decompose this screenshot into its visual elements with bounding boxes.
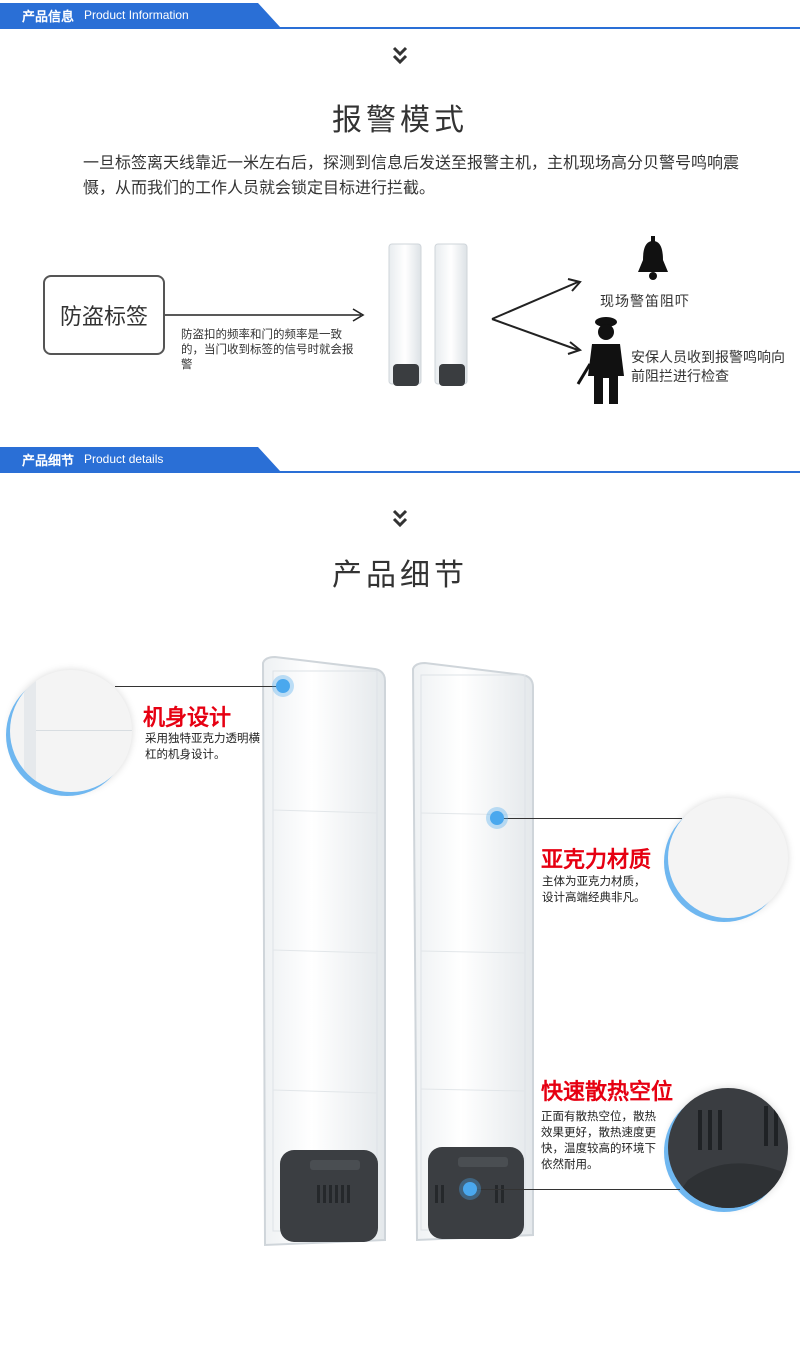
arrow-right-icon <box>165 308 365 322</box>
callout-dot <box>490 811 504 825</box>
feature-title-body-design: 机身设计 <box>143 706 232 731</box>
section-title-en: Product Information <box>84 8 189 22</box>
callout-line <box>115 686 283 687</box>
split-arrows-icon <box>491 278 583 355</box>
section-tab <box>0 447 280 471</box>
anti-theft-gate-image <box>388 243 468 386</box>
zoom-circle-acrylic <box>668 798 788 918</box>
section-divider <box>0 27 800 29</box>
guard-label: 安保人员收到报警鸣响向前阻拦进行检查 <box>631 350 785 385</box>
zoom-circle-frame <box>10 670 132 792</box>
bell-icon <box>638 236 668 280</box>
feature-desc-body-design: 采用独特亚克力透明横杠的机身设计。 <box>145 731 260 761</box>
section-title-en: Product details <box>84 452 164 466</box>
feature-title-acrylic: 亚克力材质 <box>541 848 652 873</box>
anti-theft-tag-box: 防盗标签 <box>43 275 165 355</box>
section-title-cn: 产品细节 <box>22 454 75 469</box>
section-title-cn: 产品信息 <box>22 10 75 25</box>
details-heading: 产品细节 <box>332 558 468 593</box>
section-header-product-info: 产品信息 Product Information <box>0 3 800 31</box>
anti-theft-gate-large-image <box>261 655 534 1247</box>
vent-detail-image <box>668 1106 788 1208</box>
feature-desc-acrylic: 主体为亚克力材质，设计高端经典非凡。 <box>542 874 646 904</box>
callout-dot <box>276 679 290 693</box>
callout-line <box>497 818 682 819</box>
tag-note: 防盗扣的频率和门的频率是一致的，当门收到标签的信号时就会报警 <box>181 327 354 371</box>
callout-dot <box>463 1182 477 1196</box>
section-tab <box>0 3 280 27</box>
callout-line <box>470 1189 680 1190</box>
security-guard-icon <box>576 317 624 404</box>
chevron-double-down-icon <box>392 46 408 65</box>
bell-label: 现场警笛阻吓 <box>600 294 690 310</box>
section-divider <box>0 471 800 473</box>
section-header-product-details: 产品细节 Product details <box>0 447 800 475</box>
zoom-circle-vent <box>668 1088 788 1208</box>
feature-title-vent: 快速散热空位 <box>541 1080 674 1105</box>
chevron-double-down-icon <box>392 509 408 528</box>
alarm-heading: 报警模式 <box>332 103 468 138</box>
alarm-description: 一旦标签离天线靠近一米左右后，探测到信息后发送至报警主机，主机现场高分贝警号鸣响… <box>83 153 740 197</box>
feature-desc-vent: 正面有散热空位，散热效果更好，散热速度更快，温度较高的环境下依然耐用。 <box>541 1109 656 1171</box>
tag-label: 防盗标签 <box>59 305 148 330</box>
